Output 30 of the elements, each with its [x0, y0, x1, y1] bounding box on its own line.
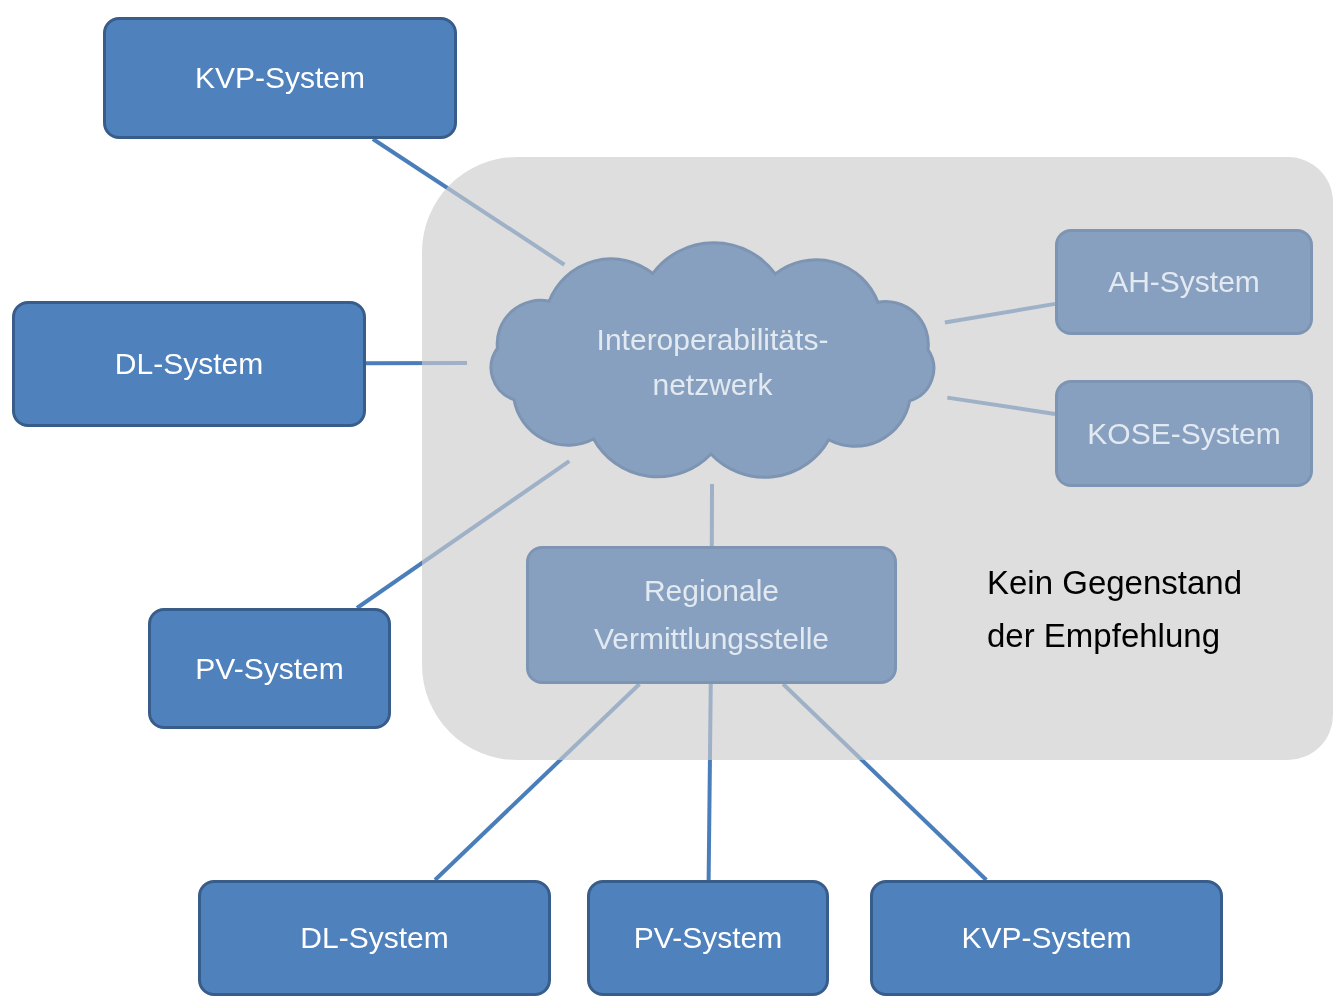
connector-line: [944, 301, 1056, 325]
system-box: [1055, 380, 1313, 487]
scope-panel: [422, 157, 1333, 760]
system-box: [198, 880, 551, 996]
system-box: [587, 880, 829, 996]
node-label: DL-System: [114, 346, 264, 382]
system-box: [148, 608, 391, 729]
connector-line: [706, 683, 713, 881]
panel-note: Kein Gegenstand der Empfehlung: [987, 563, 1244, 656]
node-label: KVP-System: [194, 60, 365, 96]
connector-line: [355, 459, 571, 610]
node-label: Interoperabilitäts- netzwerk: [595, 322, 830, 403]
connector-line: [433, 682, 641, 882]
node-label: Regionale Vermittlungsstelle: [592, 573, 831, 657]
system-box: [12, 301, 366, 427]
system-box: [103, 17, 457, 139]
connector-line: [781, 682, 988, 882]
connector-line: [366, 360, 467, 366]
system-box: [1055, 229, 1313, 335]
agency-box: [526, 546, 897, 684]
connector-line: [947, 395, 1056, 416]
node-label: PV-System: [633, 920, 783, 956]
system-box: [870, 880, 1223, 996]
node-label: KVP-System: [961, 920, 1132, 956]
connector-line: [709, 484, 714, 546]
node-label: DL-System: [300, 920, 449, 956]
connector-line: [371, 137, 566, 267]
node-label: AH-System: [1108, 264, 1260, 300]
node-label: KOSE-System: [1087, 415, 1281, 452]
node-label: PV-System: [195, 650, 344, 687]
